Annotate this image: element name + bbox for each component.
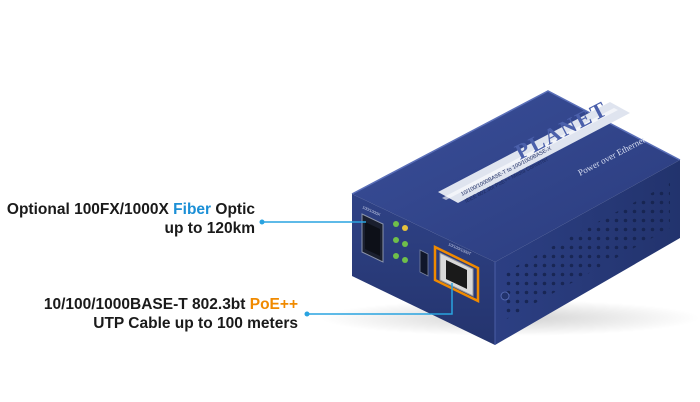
dip-switch[interactable]: [419, 249, 429, 277]
ground-screw: [500, 291, 510, 301]
rj45-opening: [446, 260, 467, 289]
fiber-line1-prefix: Optional 100FX/1000X: [6, 201, 174, 218]
poe-line1-prefix: 10/100/1000BASE-T 802.3bt: [43, 296, 250, 313]
poe-callout-dot: [304, 311, 310, 317]
fiber-callout-line1: Optional 100FX/1000X Fiber Optic: [0, 200, 255, 219]
callout-lines: [259, 219, 453, 317]
led-fx: [393, 237, 399, 243]
led-link: [402, 241, 408, 247]
poe-callout-line2: UTP Cable up to 100 meters: [93, 315, 298, 332]
poe-callout-line1: 10/100/1000BASE-T 802.3bt PoE++: [0, 295, 298, 314]
sfp-port-slot: [365, 222, 380, 256]
poe-highlight: PoE++: [249, 296, 298, 313]
device-top-edge: [351, 90, 681, 195]
led-pwr-act: [402, 225, 408, 231]
side-vents: [505, 183, 670, 320]
rj45-highlight: [433, 244, 480, 304]
device-top-face: [352, 91, 680, 262]
top-label-stripe: [442, 108, 618, 200]
poe-callout-line: [307, 283, 453, 315]
fiber-callout-dot: [259, 219, 265, 225]
led-indicators: [393, 221, 408, 263]
fiber-line1-suffix: Optic: [211, 201, 255, 218]
fiber-highlight: Fiber: [173, 201, 212, 218]
poe-callout: 10/100/1000BASE-T 802.3bt PoE++ UTP Cabl…: [0, 295, 298, 333]
fiber-callout-line2: up to 120km: [164, 220, 255, 237]
led-lnk-act: [402, 257, 408, 263]
fiber-callout: Optional 100FX/1000X Fiber Optic up to 1…: [0, 200, 255, 238]
led-power: [393, 221, 399, 227]
led-poe: [393, 253, 399, 259]
